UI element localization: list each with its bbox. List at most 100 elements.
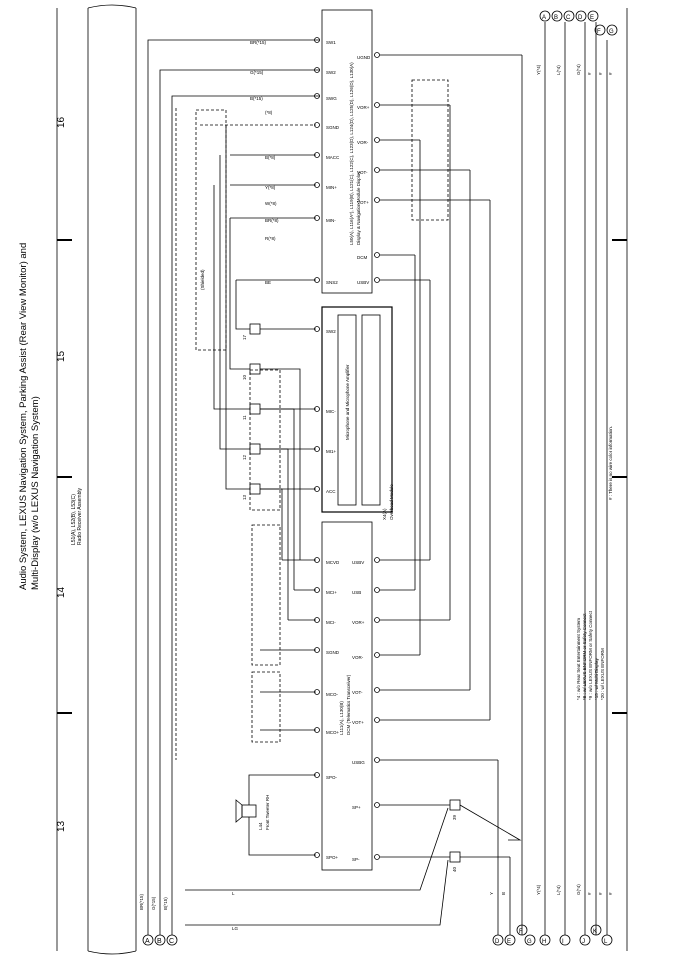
display-pin-label: DCM [357,255,367,260]
overhead-inner-box [337,314,357,506]
dcm-pin-label: MCI- [326,620,336,625]
shielded-label: (Shielded) [200,269,205,290]
display-name: Display & Navigation Module Display [356,171,361,245]
display-pin-label: SNS2 [326,280,338,285]
display-pin-label: MIN+ [326,185,337,190]
speaker-feed-wires [185,807,449,926]
dcm-pin-label: MCO+ [326,730,339,735]
front-tweeter-rh [235,799,257,823]
dcm-pin-label: VOR- [352,655,364,660]
wire-label: B(*15) [250,96,263,101]
bottom-connector-label: L [604,939,608,945]
display-pin-label: VOT- [357,170,368,175]
overhead-pin-label: MIC- [326,409,336,414]
display-signal-wires [230,154,316,281]
dcm-code: L111(A), L130(B) [339,701,344,735]
shielded-group-box [411,79,449,221]
wire-label: B [501,892,506,895]
shielded-group-box [249,369,281,511]
dcm-pin-label: VOT- [352,690,363,695]
dcm-pin-label: USBV [352,560,364,565]
column-number: 14 [56,586,67,598]
harness-band-edges [87,4,137,955]
overhead-module-box [321,306,393,513]
dcm-pin-label: SP+ [352,805,361,810]
wire-label: G(*4) [576,884,581,895]
wire-label: # [598,892,603,895]
dcm-pin-label: SPO+ [326,855,339,860]
wire-label: L(*4) [556,885,561,895]
wire-label: Y(*4) [536,884,541,895]
connector-c-label: C [169,938,174,945]
column-number: 15 [56,350,67,362]
hash-note: # : There is no wire color information. [608,426,613,500]
junction-label: 11 [242,415,247,420]
note-line: *20 : w/ LEXUS ENFORM [600,648,605,700]
overhead-pins [314,326,320,492]
wire-label: L [232,891,235,896]
overhead-sub: Microphone and Microphone Amplifier [345,364,350,440]
radio-receiver-name: Radio Receiver Assembly [77,488,83,545]
column-number: 13 [56,820,67,832]
radio-receiver-code: L51(A), L52(B), L53(C) [71,494,77,545]
display-pin-label: UGND [357,55,371,60]
wire-label: G(*15) [151,896,156,910]
display-pin-label: MIN- [326,218,336,223]
shielded-group-box [195,109,227,351]
display-pin-label: SGND [326,125,340,130]
wire-label: # [587,72,592,75]
top-connector-label: F [597,29,601,35]
wire-label: BE [265,280,271,285]
bottom-connector-label: K [593,929,597,935]
dcm-mic-wires [260,368,301,620]
wire-label: W(*8) [265,201,277,206]
bottom-connector-label: F [519,929,523,935]
display-pin-label: MACC [326,155,340,160]
bottom-connector-label: H [542,939,546,945]
overhead-inner-box [361,314,381,506]
dcm-pin-label: VOR+ [352,620,365,625]
bottom-feed-lines [497,760,511,935]
dcm-pin-label: SGND [326,650,340,655]
bottom-connector-label: G [527,939,532,945]
overhead-pin-label: ACC [326,489,336,494]
wire-label: # [587,892,592,895]
diagram-subtitle: Multi-Display (w/o LEXUS Navigation Syst… [30,396,41,590]
overhead-code: X4(A) [382,508,387,520]
junction-label: 12 [242,454,247,460]
wire-label: LG [232,926,239,931]
shield-wire [175,108,316,760]
wire-label: # [608,892,613,895]
note-line: *15 : w/ Multi Display [594,657,599,700]
dcm-name: DCM (Telematics Transceiver) [346,674,351,735]
display-pin-label: SW1 [326,40,336,45]
tweeter-wires [248,774,316,856]
junction-label: 13 [242,494,247,500]
top-connector-label: B [554,15,558,21]
harness-band [87,8,137,951]
wire-label: L(*4) [556,65,561,75]
dcm-pin-label: MCI+ [326,590,337,595]
note-line: *4 : w/o Rear Seat Entertainment System [576,618,581,700]
dcm-pin-label: USBG [352,760,365,765]
shielded-group-box [251,671,281,743]
display-right-pins [374,52,380,283]
display-pin-label: VOR+ [357,105,370,110]
left-connector-group: A B C [142,934,178,946]
wire-label: G(*4) [576,64,581,75]
left-feed-wires [147,39,320,935]
dcm-top-pins [314,557,320,858]
junction-label: 40 [452,866,457,872]
wire-label: R(*8) [265,236,276,241]
tweeter-name: Front Tweeter RH [265,795,270,830]
bottom-connector-group [492,924,613,946]
wire-label: (*8) [265,110,273,115]
bus-risers [414,105,491,720]
note-line: *8 : w/ LEXUS ENFORM or Safety Connect [582,613,587,700]
top-connector-label: G [609,29,614,35]
display-pins [314,37,320,283]
dcm-pin-label: MCO- [326,692,338,697]
top-connector-label: A [542,15,546,21]
wire-label: # [598,72,603,75]
